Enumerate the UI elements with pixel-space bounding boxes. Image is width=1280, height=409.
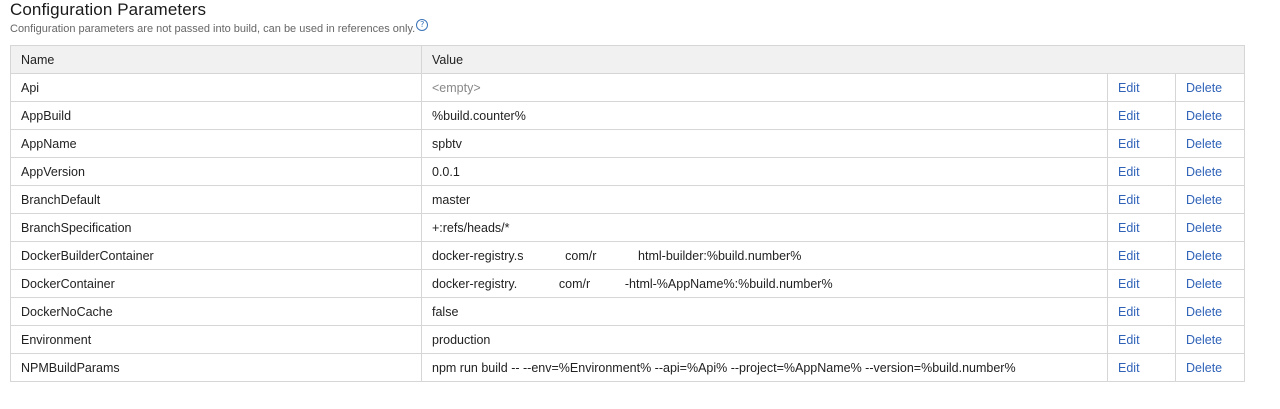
- delete-cell: Delete: [1174, 213, 1246, 242]
- edit-cell: Edit: [1107, 185, 1176, 214]
- delete-link[interactable]: Delete: [1186, 80, 1223, 95]
- table-row: BranchSpecification+:refs/heads/* Edit Del…: [10, 213, 1246, 242]
- edit-cell: Edit: [1107, 241, 1176, 270]
- parameter-value: +:refs/heads/*: [421, 213, 1108, 242]
- parameter-name: Api: [10, 73, 422, 102]
- parameter-name: DockerContainer: [10, 269, 422, 298]
- edit-link[interactable]: Edit: [1118, 192, 1140, 207]
- table-row: AppBuild%build.counter% Edit Delete: [10, 101, 1246, 130]
- column-header-name: Name: [10, 45, 422, 74]
- table-row: Api<empty> Edit Delete: [10, 73, 1246, 102]
- edit-cell: Edit: [1107, 297, 1176, 326]
- parameter-value: docker-registry.s com/r html-builder:%bu…: [421, 241, 1108, 270]
- section-subtitle: Configuration parameters are not passed …: [10, 19, 1244, 38]
- delete-cell: Delete: [1174, 241, 1246, 270]
- delete-cell: Delete: [1174, 185, 1246, 214]
- edit-link[interactable]: Edit: [1118, 108, 1140, 123]
- subtitle-text: Configuration parameters are not passed …: [10, 23, 416, 35]
- parameter-name: AppVersion: [10, 157, 422, 186]
- delete-cell: Delete: [1174, 269, 1246, 298]
- edit-link[interactable]: Edit: [1118, 164, 1140, 179]
- delete-cell: Delete: [1174, 129, 1246, 158]
- delete-link[interactable]: Delete: [1186, 360, 1223, 375]
- parameter-value: <empty>: [421, 73, 1108, 102]
- parameter-name: DockerBuilderContainer: [10, 241, 422, 270]
- edit-cell: Edit: [1107, 213, 1176, 242]
- delete-link[interactable]: Delete: [1186, 192, 1223, 207]
- delete-cell: Delete: [1174, 297, 1246, 326]
- delete-link[interactable]: Delete: [1186, 220, 1223, 235]
- edit-link[interactable]: Edit: [1118, 360, 1140, 375]
- parameter-value: master: [421, 185, 1108, 214]
- delete-link[interactable]: Delete: [1186, 304, 1223, 319]
- parameter-name: BranchSpecification: [10, 213, 422, 242]
- parameter-value: %build.counter%: [421, 101, 1108, 130]
- parameter-value: docker-registry. com/r -html-%AppName%:%…: [421, 269, 1108, 298]
- parameter-value: 0.0.1: [421, 157, 1108, 186]
- configuration-parameters-section: Configuration Parameters Configuration p…: [10, 0, 1244, 38]
- delete-cell: Delete: [1174, 73, 1246, 102]
- edit-cell: Edit: [1107, 129, 1176, 158]
- edit-link[interactable]: Edit: [1118, 276, 1140, 291]
- edit-link[interactable]: Edit: [1118, 332, 1140, 347]
- delete-link[interactable]: Delete: [1186, 332, 1223, 347]
- edit-link[interactable]: Edit: [1118, 248, 1140, 263]
- parameter-value: false: [421, 297, 1108, 326]
- edit-link[interactable]: Edit: [1118, 304, 1140, 319]
- edit-cell: Edit: [1107, 325, 1176, 354]
- delete-link[interactable]: Delete: [1186, 108, 1223, 123]
- parameter-value: production: [421, 325, 1108, 354]
- edit-cell: Edit: [1107, 353, 1176, 382]
- delete-cell: Delete: [1174, 157, 1246, 186]
- question-circle-icon[interactable]: ?: [416, 19, 429, 31]
- edit-cell: Edit: [1107, 269, 1176, 298]
- edit-link[interactable]: Edit: [1118, 136, 1140, 151]
- delete-cell: Delete: [1174, 101, 1246, 130]
- parameter-name: NPMBuildParams: [10, 353, 422, 382]
- edit-cell: Edit: [1107, 157, 1176, 186]
- delete-link[interactable]: Delete: [1186, 136, 1223, 151]
- edit-link[interactable]: Edit: [1118, 220, 1140, 235]
- parameter-value: npm run build -- --env=%Environment% --a…: [421, 353, 1108, 382]
- parameter-name: DockerNoCache: [10, 297, 422, 326]
- parameter-name: AppBuild: [10, 101, 422, 130]
- delete-link[interactable]: Delete: [1186, 248, 1223, 263]
- delete-cell: Delete: [1174, 353, 1246, 382]
- delete-link[interactable]: Delete: [1186, 276, 1223, 291]
- edit-link[interactable]: Edit: [1118, 80, 1140, 95]
- parameter-name: Environment: [10, 325, 422, 354]
- section-title: Configuration Parameters: [10, 0, 207, 19]
- delete-link[interactable]: Delete: [1186, 164, 1223, 179]
- parameter-name: BranchDefault: [10, 185, 422, 214]
- edit-cell: Edit: [1107, 73, 1176, 102]
- edit-cell: Edit: [1107, 101, 1176, 130]
- delete-cell: Delete: [1174, 325, 1246, 354]
- column-header-value: Value: [420, 45, 1246, 74]
- table-header-row: Name Value: [10, 45, 1246, 74]
- parameter-value: spbtv: [421, 129, 1108, 158]
- parameter-name: AppName: [10, 129, 422, 158]
